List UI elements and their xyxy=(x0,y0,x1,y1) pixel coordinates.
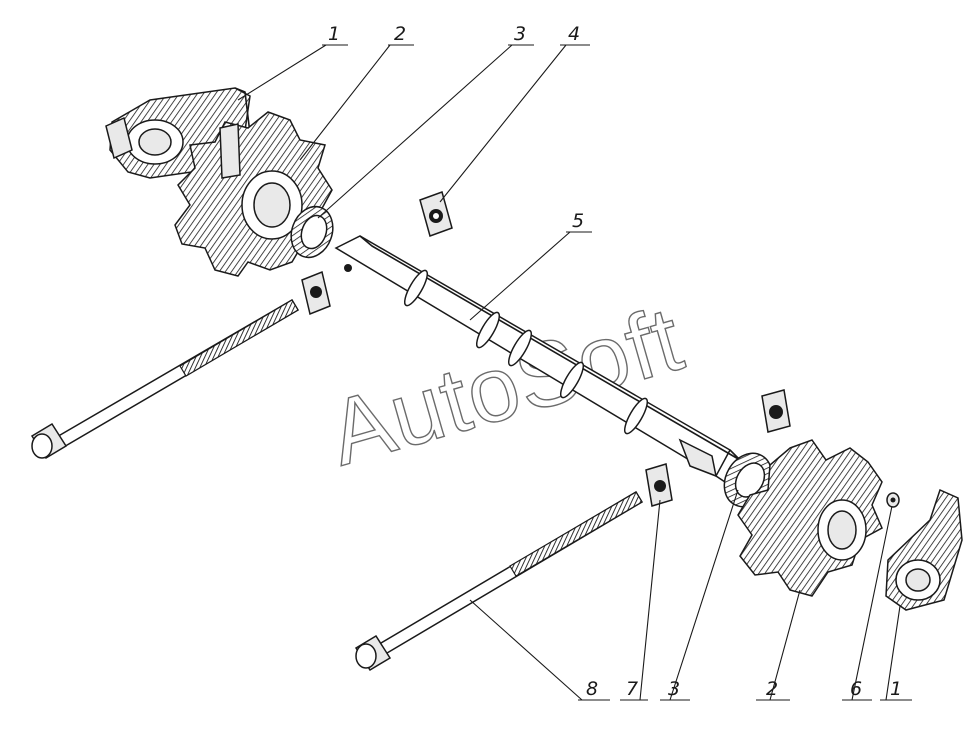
callout-bottom-1: 1 xyxy=(890,678,902,700)
callout-top-4: 4 xyxy=(568,23,580,45)
callouts-bottom: 8 7 3 2 6 1 xyxy=(586,678,902,700)
part-6-screw xyxy=(886,492,900,508)
part-4-square-nut-right xyxy=(761,389,791,433)
callout-bottom-3: 3 xyxy=(668,678,680,700)
part-1-bracket-left xyxy=(105,87,253,179)
part-3-washer-left xyxy=(290,205,334,259)
part-7-square-nut-left xyxy=(301,270,331,316)
part-5-shaft xyxy=(334,235,743,485)
part-1-bracket-right xyxy=(885,488,963,611)
callout-bottom-6: 6 xyxy=(850,678,862,700)
callout-bottom-8: 8 xyxy=(586,678,598,700)
part-2-star-wheel-right xyxy=(737,439,883,597)
watermark-text: AutoSoft xyxy=(318,288,693,486)
callouts-top: 1 2 3 4 5 xyxy=(328,23,584,232)
callout-bottom-7: 7 xyxy=(626,678,638,700)
part-7-square-nut-bottom xyxy=(645,463,673,507)
callout-top-3: 3 xyxy=(514,23,526,45)
callout-top-2: 2 xyxy=(394,23,406,45)
leader-lines xyxy=(237,44,912,701)
part-4-square-nut xyxy=(419,191,453,237)
callout-top-5: 5 xyxy=(572,210,584,232)
callout-bottom-2: 2 xyxy=(766,678,778,700)
callout-top-1: 1 xyxy=(328,23,340,45)
part-8-long-bolt-left xyxy=(30,298,300,460)
part-8-long-bolt-bottom xyxy=(354,490,644,672)
